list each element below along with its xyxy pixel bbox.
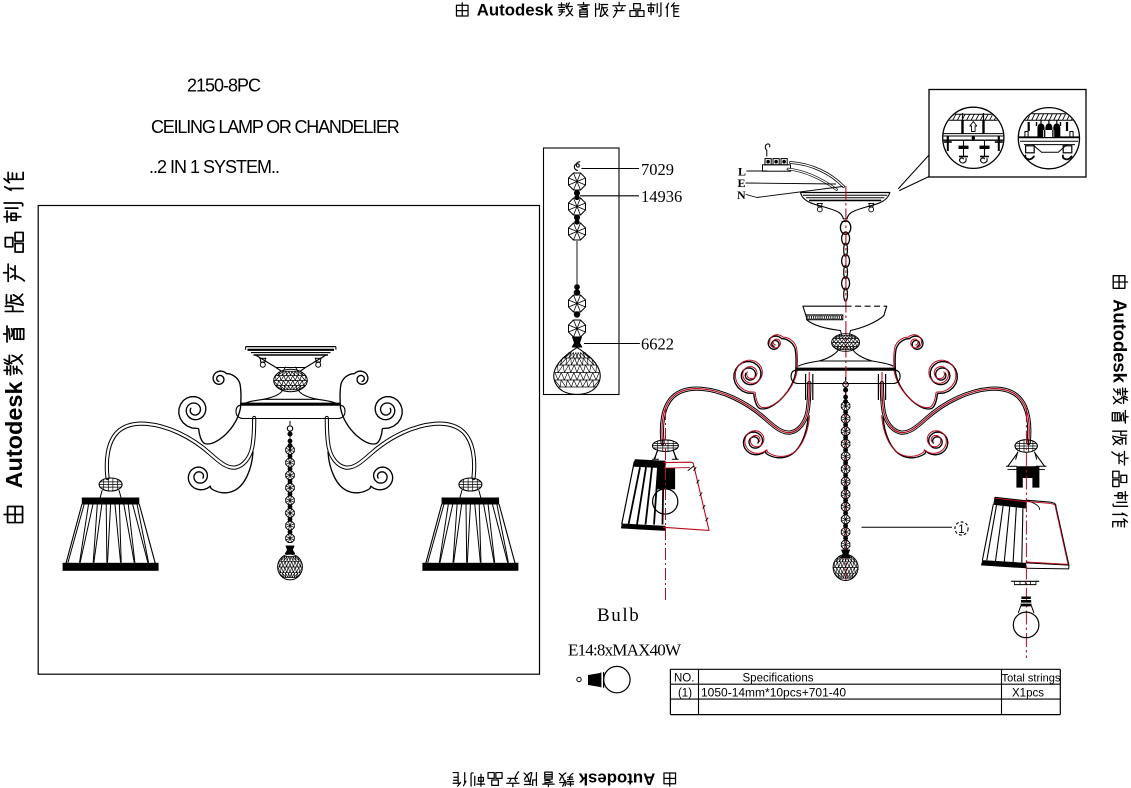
svg-text:N: N (737, 188, 746, 202)
svg-text:2150-8PC: 2150-8PC (187, 76, 261, 96)
svg-text:E14:8xMAX40W: E14:8xMAX40W (568, 641, 682, 660)
svg-text:Total strings: Total strings (1002, 672, 1061, 684)
svg-text:Autodesk: Autodesk (477, 1, 554, 20)
svg-text:14936: 14936 (641, 187, 682, 206)
svg-text:Specifications: Specifications (743, 673, 814, 685)
svg-text:Autodesk: Autodesk (1110, 299, 1131, 384)
svg-text:E: E (738, 176, 746, 190)
svg-text:(1): (1) (678, 687, 692, 699)
svg-text:1050-14mm*10pcs+701-40: 1050-14mm*10pcs+701-40 (701, 685, 846, 699)
svg-text:Autodesk: Autodesk (1, 381, 27, 489)
svg-text:7029: 7029 (641, 160, 674, 179)
svg-text:Autodesk: Autodesk (578, 770, 655, 788)
svg-text:L: L (738, 165, 746, 179)
svg-text:CEILING LAMP OR CHANDELIER: CEILING LAMP OR CHANDELIER (151, 117, 400, 137)
svg-text:X1pcs: X1pcs (1012, 687, 1044, 699)
svg-text:6622: 6622 (641, 335, 674, 354)
svg-text:..2 IN 1 SYSTEM..: ..2 IN 1 SYSTEM.. (149, 157, 279, 177)
svg-text:NO.: NO. (674, 673, 694, 685)
svg-text:1: 1 (958, 524, 964, 536)
svg-text:Bulb: Bulb (597, 605, 640, 626)
